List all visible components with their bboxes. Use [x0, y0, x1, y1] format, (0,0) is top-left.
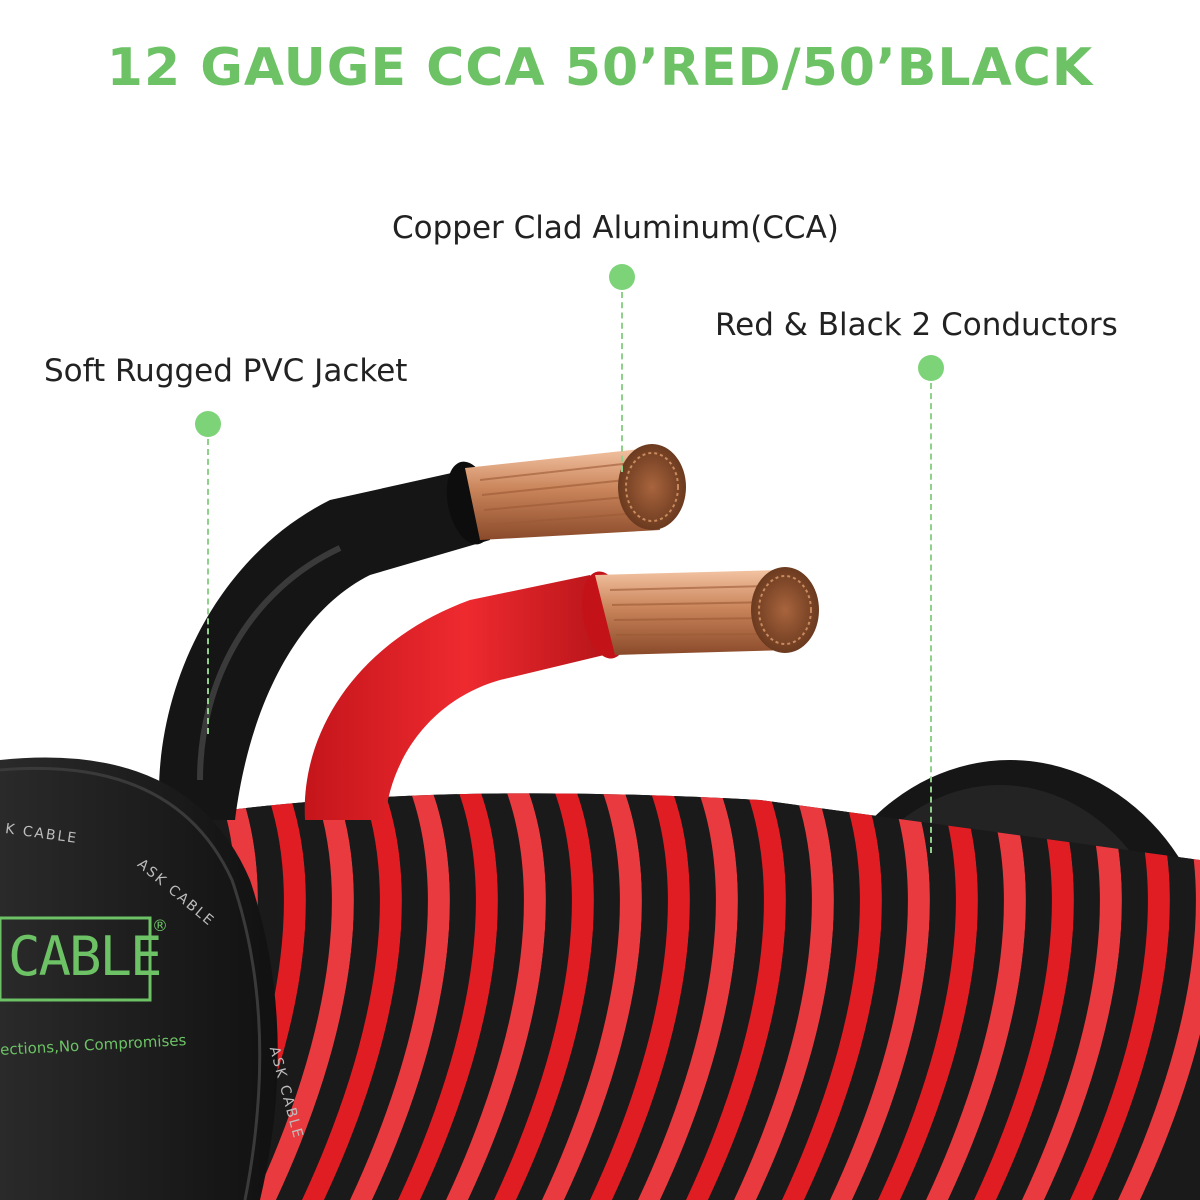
- brand-frame: [0, 916, 152, 1002]
- spool-wire-stripe: [468, 793, 570, 1200]
- spool-wire-stripe: [228, 793, 330, 1200]
- spool-wire-stripe: [398, 793, 498, 1200]
- spool-wire-stripe: [564, 793, 666, 1200]
- spool-wire-stripe: [324, 793, 426, 1200]
- page-title: 12 GAUGE CCA 50’RED/50’BLACK: [106, 38, 1094, 98]
- spool-wire-stripe: [804, 793, 906, 1200]
- spool-wire-stripe: [612, 793, 714, 1200]
- spool-wire-stripe: [542, 793, 642, 1200]
- spool-wire-stripe: [734, 793, 834, 1200]
- spool-wire-stripe: [638, 793, 738, 1200]
- callout-cores-leader: [930, 383, 932, 853]
- spool-wire-stripe: [590, 793, 690, 1200]
- spool-wire-stripe: [660, 793, 762, 1200]
- callout-dot-icon: [195, 411, 221, 437]
- red-cable: [304, 567, 819, 820]
- spool-wire-stripe: [494, 793, 594, 1200]
- callout-dot-icon: [918, 355, 944, 381]
- registered-mark: ®: [152, 916, 168, 935]
- spool-wire-stripe: [830, 793, 930, 1200]
- spool-wire-stripe: [1140, 793, 1200, 1200]
- spool-wire-stripe: [756, 793, 858, 1200]
- spool-wire-stripe: [852, 793, 954, 1200]
- callout-dot-icon: [609, 264, 635, 290]
- spool-wire-stripe: [420, 793, 522, 1200]
- spool-wire-stripe: [686, 793, 786, 1200]
- callout-cores-label: Red & Black 2 Conductors: [715, 307, 1118, 343]
- spool-wire-stripe: [782, 793, 882, 1200]
- spool-wire-stripe: [1118, 793, 1200, 1200]
- callout-conductor-leader: [621, 292, 623, 472]
- spool-wire-stripe: [350, 793, 450, 1200]
- spool-wire-stripe: [276, 793, 378, 1200]
- black-cable: [158, 444, 686, 820]
- spool-left-flange: [0, 757, 278, 1200]
- spool-brand-logo: CABLE: [8, 925, 163, 988]
- spool-wire-stripe: [878, 793, 978, 1200]
- spool-wire-stripe: [516, 793, 618, 1200]
- spool-wire-stripe: [372, 793, 474, 1200]
- spool-wire-stripe: [254, 793, 354, 1200]
- spool-wire-stripe: [446, 793, 546, 1200]
- spool-wire-stripe: [708, 793, 810, 1200]
- callout-jacket-label: Soft Rugged PVC Jacket: [44, 353, 408, 389]
- callout-jacket-leader: [207, 439, 209, 734]
- spool-wire-stripe: [302, 793, 402, 1200]
- callout-conductor-label: Copper Clad Aluminum(CCA): [392, 210, 839, 246]
